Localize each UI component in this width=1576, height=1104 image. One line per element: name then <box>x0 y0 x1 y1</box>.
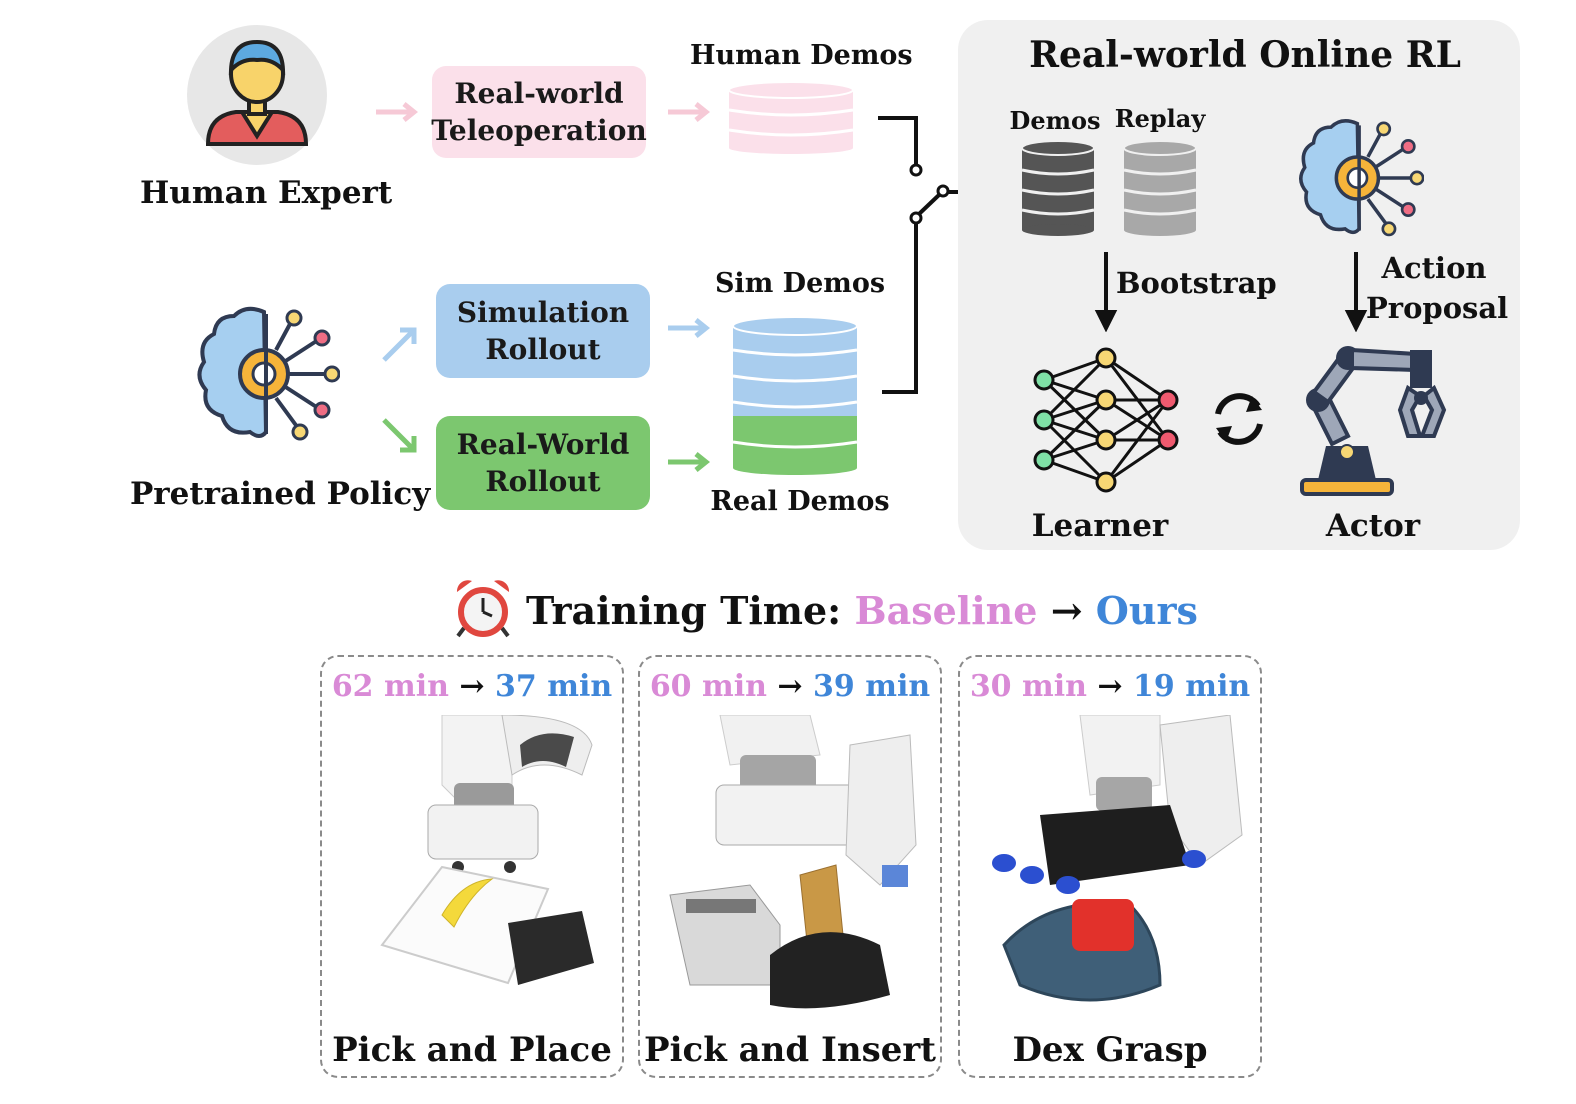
actor-label: Actor <box>1325 508 1421 544</box>
human-demos-database-icon <box>728 81 854 154</box>
replay-database-icon <box>1123 140 1197 236</box>
action-proposal-line-2: Proposal <box>1366 291 1509 325</box>
learner-label: Learner <box>1031 508 1169 544</box>
action-proposal-arrow-icon <box>1344 252 1368 332</box>
rl-policy-brain-icon <box>1299 119 1424 237</box>
arrow-to-teleop-icon <box>376 102 419 122</box>
real-line-2: Rollout <box>485 465 601 498</box>
task-name: Pick and Place <box>332 1030 612 1070</box>
training-arrow: → <box>1050 588 1083 633</box>
task-time-arrow: → <box>1097 669 1123 704</box>
task-baseline-time: 60 min <box>649 669 767 704</box>
teleop-line-1: Real-world <box>454 77 624 110</box>
action-proposal-line-1: Action <box>1381 251 1487 285</box>
online-rl-title: Real-world Online RL <box>1029 34 1461 76</box>
task-name: Pick and Insert <box>644 1030 936 1070</box>
task-ours-time: 39 min <box>813 669 931 704</box>
task-card-pick-and-place: 62 min → 37 min Pick and Place <box>320 655 624 1078</box>
pretrained-policy-label: Pretrained Policy <box>130 476 431 512</box>
baseline-word: Baseline <box>854 588 1038 633</box>
real-demos-label: Real Demos <box>710 486 890 517</box>
task-time: 30 min → 19 min <box>960 669 1260 704</box>
task-ours-time: 37 min <box>495 669 613 704</box>
training-time-prefix: Training Time: <box>526 588 842 633</box>
bootstrap-arrow-icon <box>1094 252 1118 332</box>
sim-line-1: Simulation <box>456 296 630 329</box>
task-card-pick-and-insert: 60 min → 39 min Pick and Insert <box>638 655 942 1078</box>
task-baseline-time: 62 min <box>331 669 449 704</box>
task-time-arrow: → <box>777 669 803 704</box>
update-cycle-icon <box>1215 393 1263 445</box>
arrow-to-human-demos-icon <box>668 102 711 122</box>
demos-database-icon <box>1021 140 1095 236</box>
demos-db-label: Demos <box>1009 106 1101 135</box>
arrow-to-real-icon <box>382 418 417 453</box>
bootstrap-label: Bootstrap <box>1116 266 1277 300</box>
task-time-arrow: → <box>459 669 485 704</box>
sim-demos-label: Sim Demos <box>714 268 886 299</box>
arrow-to-sim-demos-icon <box>668 318 711 338</box>
dex-grasp-robot-image <box>992 715 1243 1002</box>
alarm-clock-icon <box>456 580 510 638</box>
pick-and-place-robot-image <box>380 715 594 985</box>
task-name: Dex Grasp <box>1012 1030 1208 1070</box>
task-time: 62 min → 37 min <box>322 669 622 704</box>
sim-real-demos-database-icon <box>732 316 858 475</box>
task-time: 60 min → 39 min <box>640 669 940 704</box>
task-ours-time: 19 min <box>1133 669 1251 704</box>
pretrained-policy-brain-icon <box>197 306 340 441</box>
human-demos-label: Human Demos <box>690 40 913 71</box>
action-proposal-label: Action Proposal <box>1366 248 1509 328</box>
task-card-dex-grasp: 30 min → 19 min Dex Grasp <box>958 655 1262 1078</box>
arrow-to-sim-icon <box>382 327 417 362</box>
teleop-line-2: Teleoperation <box>431 114 647 147</box>
arrow-to-real-demos-icon <box>668 452 711 472</box>
learner-network-icon <box>1033 347 1179 493</box>
ours-word: Ours <box>1095 588 1198 633</box>
human-expert-label: Human Expert <box>140 175 393 211</box>
real-line-1: Real-World <box>456 428 630 461</box>
human-expert-avatar-icon <box>187 25 327 165</box>
pick-and-insert-robot-image <box>669 715 917 1009</box>
training-time-heading: Training Time: Baseline → Ours <box>526 588 1198 633</box>
actor-robot-arm-icon <box>1300 346 1447 496</box>
sim-line-2: Rollout <box>485 333 601 366</box>
task-baseline-time: 30 min <box>969 669 1087 704</box>
replay-db-label: Replay <box>1114 104 1206 133</box>
